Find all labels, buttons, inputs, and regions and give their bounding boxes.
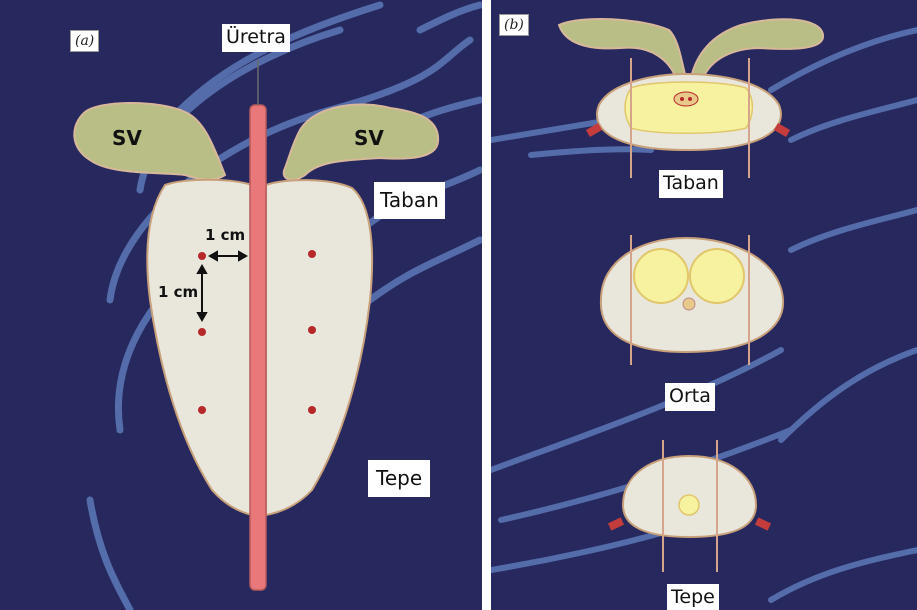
panel-b-tag: (b) [499,14,529,36]
prostate-mid-outline [601,238,783,352]
urethra-cross-section [674,92,698,106]
vertical-dimension-label: 1 cm [158,283,198,301]
sv-left-label: SV [112,126,142,150]
apex-label: Tepe [368,460,430,497]
central-zone [625,82,752,133]
urethra-cross-section [679,495,699,515]
seed-dot [198,406,206,414]
base-label: Taban [374,182,445,219]
panel-a-tag: (a) [70,30,99,52]
sv-right-label: SV [354,126,384,150]
base-label: Taban [659,170,723,198]
transition-zone-right [690,249,744,303]
seed-dot [198,252,206,260]
vessel-left [608,517,624,530]
horizontal-dimension-label: 1 cm [205,226,245,244]
seed-dot [198,328,206,336]
mid-section [601,235,783,365]
urethra-label: Üretra [222,24,290,52]
mid-label: Orta [665,383,715,411]
apex-label: Tepe [667,584,719,610]
panel-a-coronal-view: (a) Üretra SV SV Taban Tepe 1 cm 1 cm [0,0,482,610]
vessel-right [755,517,771,530]
seminal-vesicle-left [74,103,225,180]
panel-b-axial-views: (b) Taban Orta Tepe [491,0,917,610]
panel-a-illustration [0,0,482,610]
seed-dot [308,406,316,414]
urethra-cross-section [683,298,695,310]
prostate-lobe-right [266,180,372,515]
seminal-vesicle-left [559,19,686,78]
transition-zone-left [634,249,688,303]
urethra-tube [250,105,266,590]
apex-section [608,440,771,572]
panel-b-illustration [491,0,917,610]
seed-dot [308,326,316,334]
base-section [559,19,823,178]
seed-dot [308,250,316,258]
